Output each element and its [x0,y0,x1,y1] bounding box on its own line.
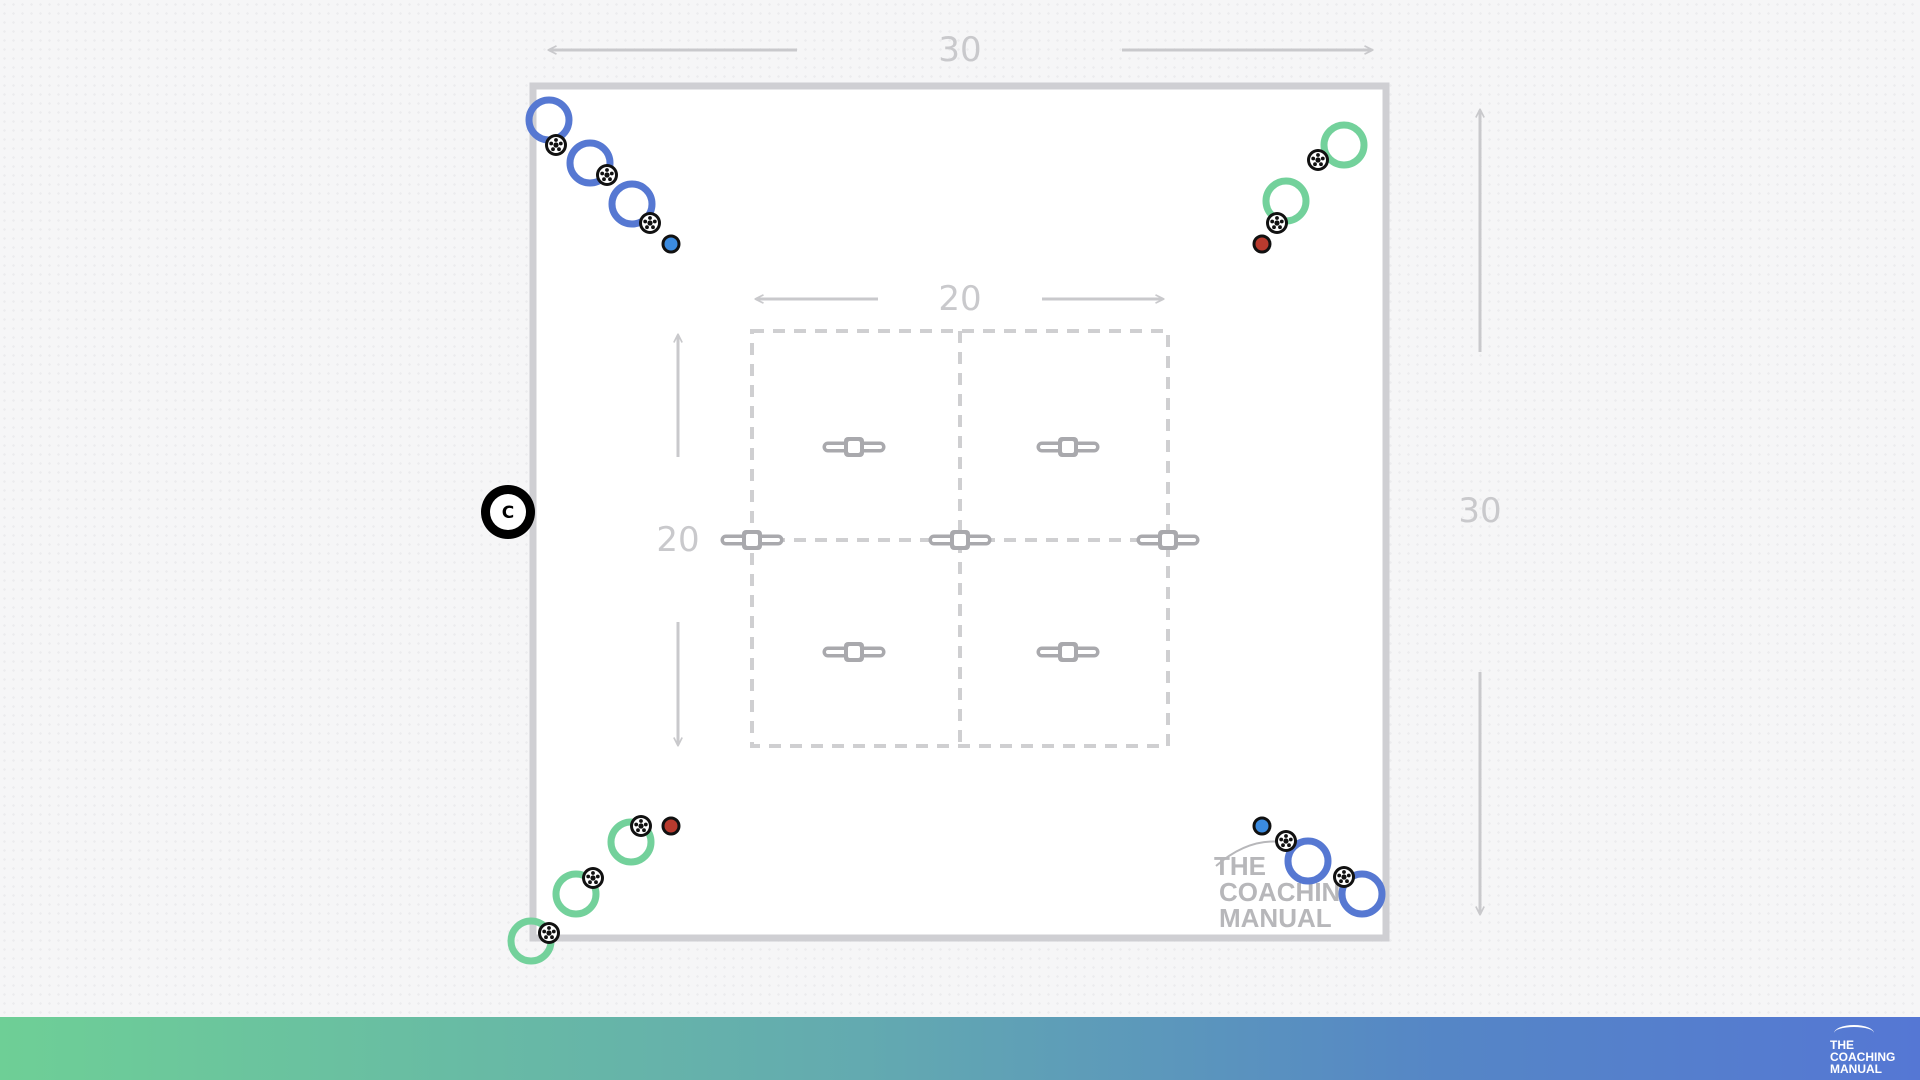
soccer-ball-icon[interactable] [1333,866,1355,888]
grid-height-dimension: 20 [656,335,700,745]
grid-height-label: 20 [656,520,699,560]
grid-width-dimension: 20 [756,279,1163,319]
soccer-ball-icon[interactable] [596,164,618,186]
footer-logo-line-3: MANUAL [1830,1062,1882,1076]
pitch-width-dimension: 30 [549,30,1372,70]
ring-player-icon[interactable] [1284,837,1332,885]
disc-cone-icon[interactable] [661,234,681,254]
ring-player-icon[interactable] [1338,870,1386,918]
pitch-height-dimension: 30 [1458,110,1502,914]
soccer-ball-icon[interactable] [538,922,560,944]
ring-player-icon[interactable] [608,180,656,228]
soccer-ball-icon[interactable] [545,134,567,156]
watermark-line-2: COACHIN [1219,877,1340,907]
disc-cone-icon[interactable] [1252,816,1272,836]
soccer-ball-icon[interactable] [1307,149,1329,171]
coach-icon[interactable]: C [481,485,535,539]
coach-label: C [502,503,514,523]
logo-arc-icon [1834,1025,1874,1041]
footer-logo-line-2: COACHING [1830,1050,1896,1064]
disc-cone-icon[interactable] [661,816,681,836]
green-group-top-right [1252,121,1368,254]
ring-player-icon[interactable] [552,870,600,918]
coaching-manual-logo: THE COACHING MANUAL [1830,1025,1910,1076]
watermark-line-1: THE [1214,851,1266,881]
watermark-logo: THE COACHIN MANUAL [1214,840,1340,933]
pitch-boundary [529,82,1390,942]
pitch-width-label: 30 [938,30,981,70]
soccer-ball-icon[interactable] [1266,212,1288,234]
soccer-ball-icon[interactable] [582,867,604,889]
soccer-ball-icon[interactable] [1275,830,1297,852]
blue-group-bottom-right [1252,816,1386,918]
footer-logo-line-1: THE [1830,1038,1854,1052]
footer-bar: THE COACHING MANUAL [0,1017,1920,1080]
soccer-ball-icon[interactable] [639,212,661,234]
soccer-ball-icon[interactable] [630,815,652,837]
ring-player-icon[interactable] [1320,121,1368,169]
blue-group-top-left [525,96,681,254]
watermark-line-3: MANUAL [1219,903,1332,933]
ring-player-icon[interactable] [566,139,614,187]
pitch-height-label: 30 [1458,491,1501,531]
disc-cone-icon[interactable] [1252,234,1272,254]
grid-width-label: 20 [938,279,981,319]
green-group-bottom-left [507,815,681,965]
